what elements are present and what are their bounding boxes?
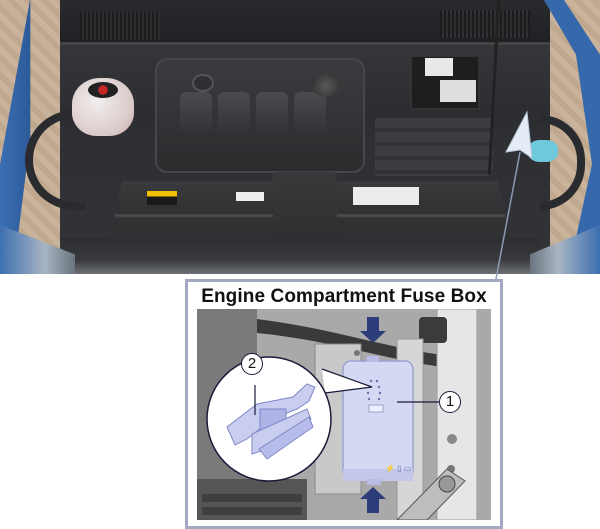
fuse-box-inset: Engine Compartment Fuse Box: [185, 279, 503, 529]
front-bumper: [60, 238, 540, 274]
inset-title: Engine Compartment Fuse Box: [201, 286, 487, 307]
engine-cover-rib: [256, 92, 288, 132]
warning-sticker: [147, 191, 177, 205]
cowl-grille-right: [440, 10, 530, 38]
info-sticker-small: [236, 192, 264, 201]
fuse-puller-clip: [226, 383, 316, 460]
leader-line: [495, 151, 521, 280]
coolant-cap: [88, 82, 118, 98]
engine-cover-rib: [294, 92, 326, 132]
fuse-box-illustration: ⚡ ▯ ▭: [197, 309, 491, 520]
svg-text:⚡ ▯ ▭: ⚡ ▯ ▭: [385, 463, 411, 473]
press-down-arrow-icon: [360, 317, 386, 343]
engine-bay-photo: [0, 0, 600, 274]
strut-bracket-left: [25, 110, 85, 210]
battery-label: [425, 58, 453, 76]
air-filter-box: [375, 118, 493, 176]
oil-cap: [312, 75, 340, 97]
fuse-box-diagram: ⚡ ▯ ▭ 2 1: [197, 309, 491, 520]
washer-fluid-cap: [528, 140, 558, 162]
engine-cover-rib: [180, 92, 212, 132]
callout-2: 2: [241, 353, 263, 375]
vw-logo-icon: [192, 74, 214, 92]
info-sticker-large: [353, 187, 419, 205]
engine-cover-rib: [218, 92, 250, 132]
fuse-box-cover: [342, 360, 414, 480]
callout-1: 1: [439, 391, 461, 413]
battery-label: [440, 80, 476, 102]
pointer-arrow-icon: [505, 110, 533, 160]
press-up-arrow-icon: [360, 487, 386, 513]
cowl-grille-left: [80, 12, 160, 40]
location-pointer: [495, 110, 533, 280]
